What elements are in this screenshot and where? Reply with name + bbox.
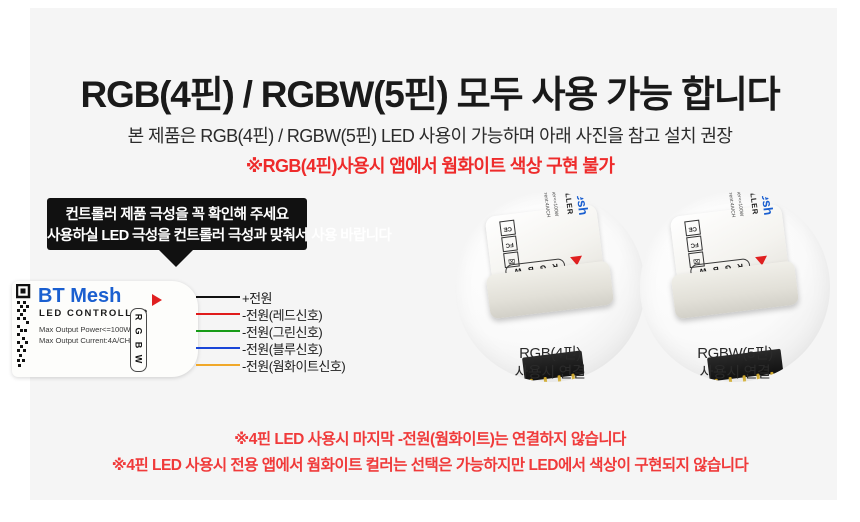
product-photo-rgbw-5pin: CE FC ⌧ R G B W Mesh CONTROLLER Max Outp… xyxy=(640,192,830,382)
device-subtitle-label: CONTROLLER xyxy=(559,192,575,215)
cert-mark-ce-icon: CE xyxy=(499,219,516,237)
device-illustration-5pin: CE FC ⌧ R G B W Mesh CONTROLLER Max Outp… xyxy=(664,192,801,382)
photo-caption-line-1: RGB(4핀) xyxy=(519,345,581,362)
wire-label-red: -전원(레드신호) xyxy=(242,308,323,323)
wire-line-power-positive xyxy=(196,296,240,298)
page-warning-note: ※RGB(4핀)사용시 앱에서 웜화이트 색상 구현 불가 xyxy=(245,156,615,176)
panel-edge-bottom xyxy=(0,500,860,522)
wire-label-green: -전원(그린신호) xyxy=(242,325,323,340)
controller-spec-current: Max Output Current:4A/CH xyxy=(39,336,131,345)
controller-channel-legend: R G B W xyxy=(130,308,147,372)
footer-warning-2: ※4핀 LED 사용시 전용 앱에서 웜화이트 컬러는 선택은 가능하지만 LE… xyxy=(111,457,749,474)
polarity-banner-line-1: 컨트롤러 제품 극성을 꼭 확인해 주세요 xyxy=(65,207,289,223)
device-brand-label: Mesh xyxy=(757,192,777,217)
controller-polarity-marker-icon xyxy=(152,294,162,306)
channel-label-g: G xyxy=(133,327,144,335)
cert-mark-ce-icon: CE xyxy=(684,219,701,237)
wire-line-red xyxy=(196,313,240,315)
product-photo-rgb-4pin: CE FC ⌧ R G B W Mesh CONTROLLER Max Outp… xyxy=(455,192,645,382)
photo-caption-line-1: RGBW(5핀) xyxy=(697,345,773,362)
footer-warning-1: ※4핀 LED 사용시 마지막 -전원(웜화이트)는 연결하지 않습니다 xyxy=(234,431,626,448)
panel-edge-left xyxy=(0,0,30,522)
channel-label-w: W xyxy=(133,354,144,364)
photo-caption-line-2: 사용시 연결 xyxy=(514,364,586,381)
panel-edge-right xyxy=(837,0,860,522)
wire-label-blue: -전원(블루신호) xyxy=(242,342,323,357)
wire-label-power-positive: +전원 xyxy=(242,291,273,306)
photo-caption-rgb-4pin: RGB(4핀) 사용시 연결 xyxy=(455,344,645,382)
wire-line-warm-white xyxy=(196,364,240,366)
controller-diagram: BT Mesh LED CONTROLLER Max Output Power<… xyxy=(12,281,198,377)
page-title: RGB(4핀) / RGBW(5핀) 모두 사용 가능 합니다 xyxy=(80,74,780,115)
device-spec-current: Max Output Current:4A/CH xyxy=(538,192,551,218)
photo-caption-rgbw-5pin: RGBW(5핀) 사용시 연결 xyxy=(640,344,830,382)
controller-brand-label: BT Mesh xyxy=(38,285,122,307)
channel-label-r: R xyxy=(133,313,144,321)
polarity-banner-line-2: 사용하실 LED 극성을 컨트롤러 극성과 맞춰서 사용 바랍니다 xyxy=(47,228,392,244)
wire-line-green xyxy=(196,330,240,332)
photo-caption-line-2: 사용시 연결 xyxy=(699,364,771,381)
controller-subtitle-label: LED CONTROLLER xyxy=(39,308,150,319)
device-spec-current: Max Output Current:4A/CH xyxy=(723,192,736,218)
cert-mark-fcc-icon: FC xyxy=(501,235,518,253)
cert-mark-fcc-icon: FC xyxy=(686,235,703,253)
device-subtitle-label: CONTROLLER xyxy=(744,192,760,215)
polarity-banner: 컨트롤러 제품 극성을 꼭 확인해 주세요 사용하실 LED 극성을 컨트롤러 … xyxy=(47,198,392,250)
page-subtitle: 본 제품은 RGB(4핀) / RGBW(5핀) LED 사용이 가능하며 아래… xyxy=(127,126,733,146)
wire-label-warm-white: -전원(웜화이트신호) xyxy=(242,359,346,374)
qr-code-icon xyxy=(16,284,31,367)
banner-arrow-down-icon xyxy=(158,249,194,267)
device-illustration-4pin: CE FC ⌧ R G B W Mesh CONTROLLER Max Outp… xyxy=(479,192,616,382)
wire-line-blue xyxy=(196,347,240,349)
device-brand-label: Mesh xyxy=(572,192,592,217)
channel-label-b: B xyxy=(133,341,144,349)
controller-spec-power: Max Output Power<=100W xyxy=(39,325,131,334)
